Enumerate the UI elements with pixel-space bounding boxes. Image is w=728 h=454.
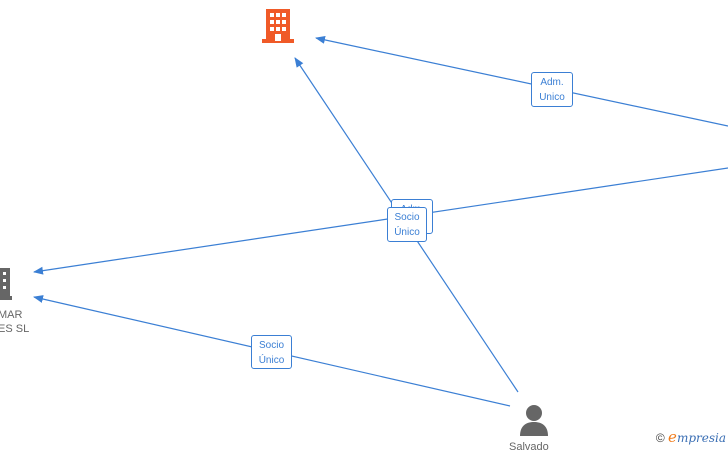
edge-label-line2: Unico [539, 92, 565, 103]
edge-label-adm-unico[interactable]: Adm. Unico [531, 72, 573, 107]
person-icon[interactable] [519, 404, 549, 436]
edge-label-line2: Único [258, 355, 285, 366]
edge-label-line1: Adm. [540, 77, 564, 88]
edge-label-line1: Socio [394, 212, 420, 223]
brand-rest: mpresia [676, 431, 726, 445]
building-icon[interactable] [262, 9, 294, 43]
edge-label-line2: Único [394, 227, 420, 238]
brand-e: e [668, 428, 677, 446]
person-label[interactable]: Salvado [509, 441, 549, 453]
edge-label-line1: Socio [258, 340, 284, 351]
edge-label-socio-unico-center[interactable]: Socio Único [387, 207, 427, 242]
empresia-watermark: © empresia [656, 428, 726, 446]
edge-right-to-top-company [315, 35, 728, 127]
building-icon[interactable] [0, 268, 12, 300]
edge-label-socio-unico-left[interactable]: Socio Único [251, 335, 292, 369]
copyright-symbol: © [655, 431, 665, 445]
edge-right-to-left-company [33, 167, 728, 275]
company-left-label[interactable]: MAR ES SL [0, 309, 30, 335]
